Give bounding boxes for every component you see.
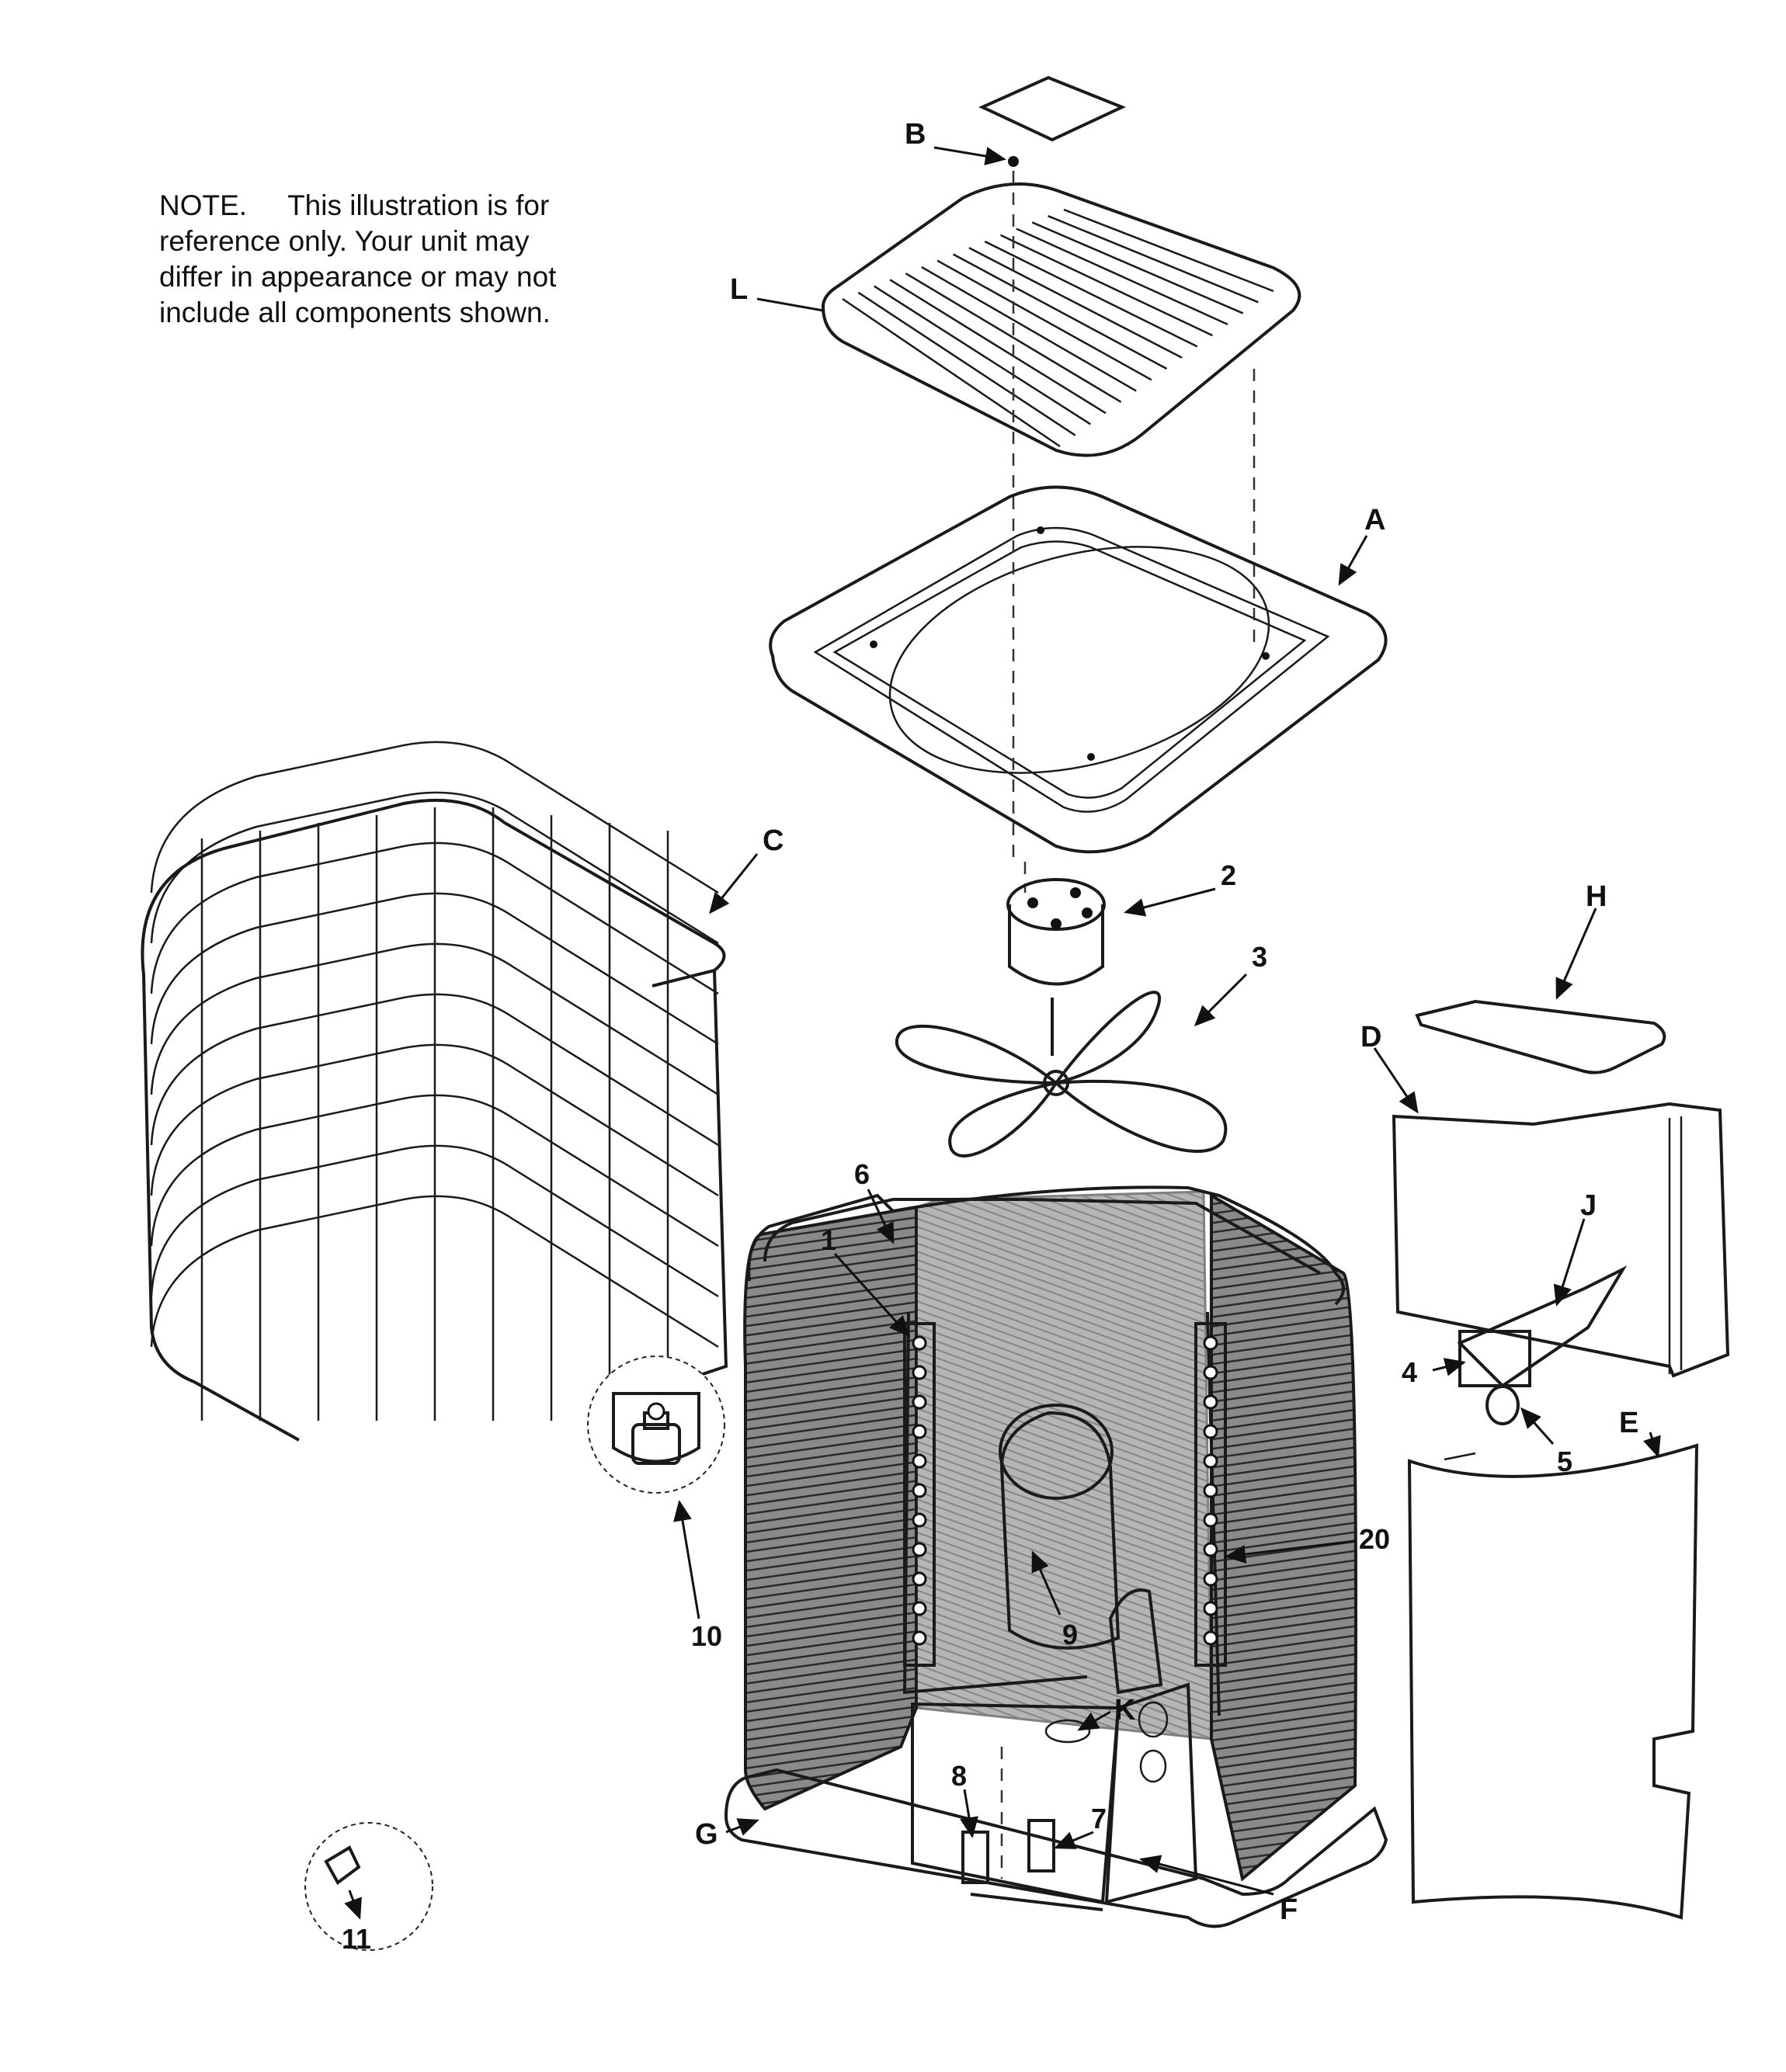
callout-A: A (1364, 504, 1385, 536)
tube-end (1203, 1394, 1218, 1410)
grille-bar (968, 247, 1183, 359)
guard-wire (150, 993, 719, 1147)
callout-5: 5 (1557, 1446, 1572, 1477)
callout-3: 3 (1252, 941, 1267, 973)
callout-9: 9 (1062, 1619, 1078, 1650)
callout-10: 10 (691, 1620, 722, 1652)
coil-guard (141, 741, 728, 1442)
tube-end (912, 1335, 927, 1351)
tube-end (912, 1394, 927, 1410)
control-box-lid (1415, 999, 1666, 1074)
assembly-guide-lines (1000, 171, 1256, 1879)
tube-end (912, 1483, 927, 1498)
guard-wire (150, 791, 719, 945)
tube-end (912, 1512, 927, 1528)
service-access-panel (1407, 1443, 1699, 1920)
callout-labels: B L A C 2 3 H D J 6 1 4 5 (342, 118, 1661, 1955)
callout-J: J (1580, 1189, 1597, 1222)
reference-note: NOTE. This illustration is for reference … (159, 188, 625, 331)
fan-blade (895, 991, 1228, 1157)
tube-end (1203, 1512, 1218, 1528)
grille-bar (936, 259, 1152, 381)
note-line-2: reference only. Your unit may (159, 225, 530, 257)
guard-wire (150, 741, 719, 894)
tube-end (912, 1365, 927, 1380)
note-text-1: This illustration is for (287, 189, 550, 221)
note-line-4: include all components shown. (159, 297, 551, 328)
note-line-3: differ in appearance or may not (159, 261, 557, 293)
grille-bar (842, 297, 1061, 448)
grille-bar (1031, 221, 1244, 314)
tube-end (912, 1542, 927, 1557)
guard-wire (150, 1144, 719, 1298)
callout-4: 4 (1402, 1356, 1417, 1388)
fan-guard-grille (821, 156, 1301, 457)
callout-6: 6 (854, 1158, 870, 1190)
guard-wire (150, 842, 719, 995)
tube-end (1203, 1365, 1218, 1380)
callout-8: 8 (951, 1760, 967, 1792)
callout-H: H (1586, 880, 1607, 913)
fan-motor (1006, 878, 1106, 1056)
tube-end (1203, 1542, 1218, 1557)
grille-bar (1048, 215, 1259, 304)
tube-end (1203, 1335, 1218, 1351)
tube-end (1203, 1630, 1218, 1646)
grille-bar (905, 272, 1122, 403)
callout-D: D (1360, 1021, 1381, 1053)
guard-wire (150, 892, 719, 1046)
tube-end (1203, 1453, 1218, 1469)
guard-wire (150, 1094, 719, 1248)
tube-end (912, 1571, 927, 1587)
tube-end (912, 1630, 927, 1646)
callout-C: C (763, 824, 784, 857)
callout-1: 1 (821, 1224, 836, 1256)
callout-B: B (905, 118, 926, 151)
callout-L: L (730, 273, 748, 306)
tube-end (1203, 1571, 1218, 1587)
top-panel (769, 485, 1388, 854)
condenser-coil-unit (724, 1185, 1388, 1928)
tube-end (912, 1453, 927, 1469)
callout-K: K (1114, 1694, 1136, 1727)
tube-end (1203, 1601, 1218, 1616)
grille-bar (857, 291, 1076, 436)
grille-bar (984, 240, 1198, 348)
grille-bar (1016, 227, 1228, 325)
tube-end (912, 1601, 927, 1616)
note-prefix: NOTE. (159, 189, 248, 221)
tube-end (1203, 1483, 1218, 1498)
fitting-detail-inset (304, 1822, 433, 1951)
control-bracket (1457, 1265, 1628, 1425)
grille-bar (952, 253, 1168, 370)
callout-20: 20 (1359, 1523, 1390, 1555)
grille-bar (1063, 208, 1274, 293)
callout-11: 11 (342, 1923, 371, 1955)
grille-bar (889, 279, 1107, 415)
grille-bar (921, 266, 1137, 392)
grille-bar (874, 285, 1091, 425)
guard-wire (150, 1195, 719, 1348)
callout-F: F (1280, 1893, 1298, 1926)
fan-guard-screw (1008, 156, 1019, 167)
grille-bar (1000, 234, 1213, 337)
callout-G: G (695, 1818, 718, 1851)
guard-wire (150, 942, 719, 1096)
note-line-1: NOTE. This illustration is for (159, 188, 625, 224)
tube-end (1203, 1424, 1218, 1439)
callout-2: 2 (1221, 859, 1236, 891)
terminal-detail-inset (587, 1355, 725, 1494)
callout-E: E (1619, 1407, 1638, 1439)
guard-wire (150, 1043, 719, 1197)
control-panel-cover (1392, 1102, 1730, 1378)
tube-end (912, 1424, 927, 1439)
top-cover-plate (978, 75, 1127, 142)
callout-7: 7 (1091, 1803, 1107, 1834)
